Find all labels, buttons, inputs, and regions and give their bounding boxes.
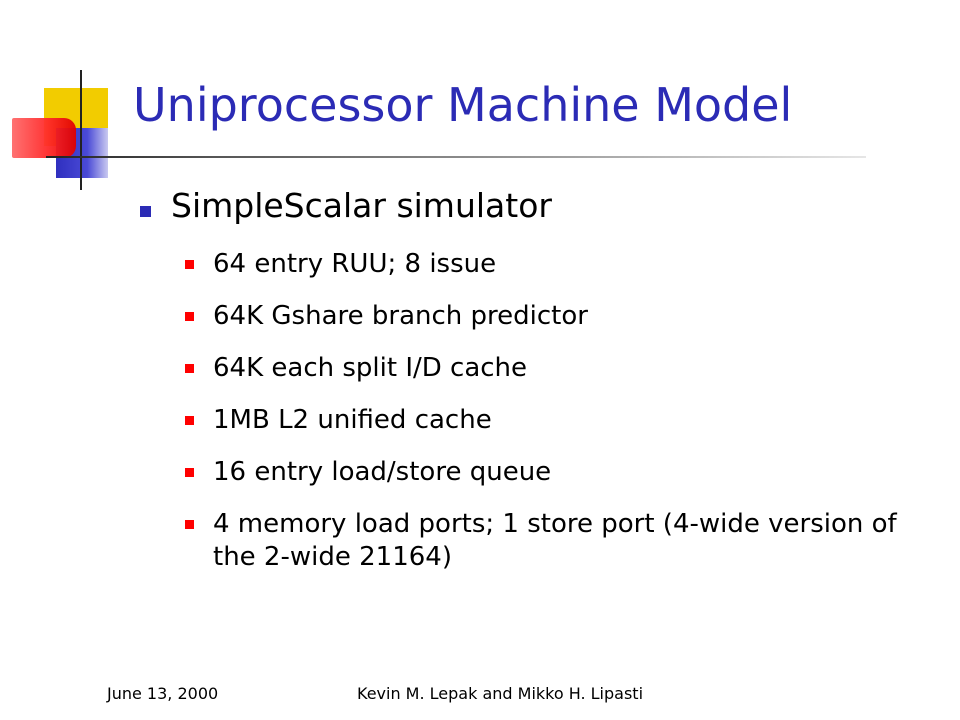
sub-bullet-item: 1MB L2 unified cache bbox=[185, 404, 925, 437]
blue-bullet-icon bbox=[140, 206, 151, 217]
footer-date: June 13, 2000 bbox=[107, 684, 219, 703]
title-underline bbox=[46, 156, 866, 158]
sub-bullet-item: 64K Gshare branch predictor bbox=[185, 300, 925, 333]
red-bullet-icon bbox=[185, 468, 194, 477]
red-bullet-icon bbox=[185, 364, 194, 373]
sub-bullet-text: 64K Gshare branch predictor bbox=[213, 301, 588, 331]
sub-bullet-item: 4 memory load ports; 1 store port (4-wid… bbox=[185, 508, 925, 574]
top-level-bullet-text: SimpleScalar simulator bbox=[171, 186, 552, 225]
decorative-red-bar bbox=[12, 118, 76, 158]
red-bullet-icon bbox=[185, 520, 194, 529]
sub-bullet-item: 16 entry load/store queue bbox=[185, 456, 925, 489]
decorative-vertical-line bbox=[80, 70, 82, 190]
sub-bullet-list: 64 entry RUU; 8 issue 64K Gshare branch … bbox=[185, 248, 925, 593]
sub-bullet-text: 16 entry load/store queue bbox=[213, 457, 552, 487]
red-bullet-icon bbox=[185, 312, 194, 321]
sub-bullet-text: 64K each split I/D cache bbox=[213, 353, 528, 383]
sub-bullet-text: 1MB L2 unified cache bbox=[213, 405, 492, 435]
slide-title: Uniprocessor Machine Model bbox=[133, 78, 793, 132]
red-bullet-icon bbox=[185, 260, 194, 269]
sub-bullet-text: 4 memory load ports; 1 store port (4-wid… bbox=[213, 509, 897, 572]
sub-bullet-item: 64 entry RUU; 8 issue bbox=[185, 248, 925, 281]
sub-bullet-item: 64K each split I/D cache bbox=[185, 352, 925, 385]
red-bullet-icon bbox=[185, 416, 194, 425]
footer-authors: Kevin M. Lepak and Mikko H. Lipasti bbox=[357, 684, 644, 703]
sub-bullet-text: 64 entry RUU; 8 issue bbox=[213, 249, 497, 279]
